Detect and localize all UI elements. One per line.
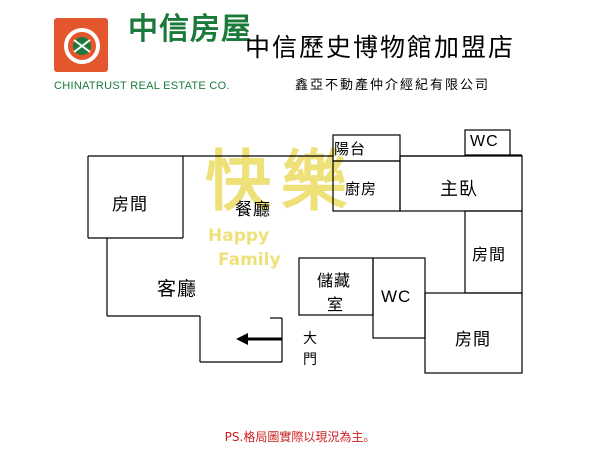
room-dining: 餐廳 [235, 200, 271, 220]
room-bedroom-bottom: 房間 [455, 330, 491, 350]
entrance-arrow-icon [236, 333, 248, 345]
globe-icon [64, 28, 100, 64]
room-master-bedroom: 主臥 [440, 179, 478, 200]
room-living: 客廳 [157, 278, 198, 300]
entrance-label-2: 門 [303, 352, 318, 368]
logo-text: 中信房屋 [128, 12, 252, 47]
room-storage-line-1: 儲藏 [317, 271, 352, 290]
room-bedroom-left: 房間 [112, 195, 148, 215]
room-balcony: 陽台 [334, 140, 367, 158]
room-wc-middle: WC [381, 287, 412, 306]
room-wc-top: WC [470, 133, 499, 150]
watermark-line-2: Family [218, 250, 281, 270]
watermark-line-1: Happy [208, 226, 270, 246]
company-name: 鑫亞不動產仲介經紀有限公司 [295, 78, 491, 93]
disclaimer-note: PS.格局圖實際以現況為主。 [224, 430, 376, 444]
logo-english-text: CHINATRUST REAL ESTATE CO. [54, 80, 230, 92]
store-name: 中信歷史博物館加盟店 [245, 33, 516, 62]
room-bedroom-right: 房間 [472, 245, 507, 264]
logo-icon [54, 18, 108, 72]
room-storage-line-2: 室 [327, 295, 345, 314]
room-kitchen: 廚房 [345, 180, 378, 198]
entrance-label-1: 大 [303, 331, 318, 347]
